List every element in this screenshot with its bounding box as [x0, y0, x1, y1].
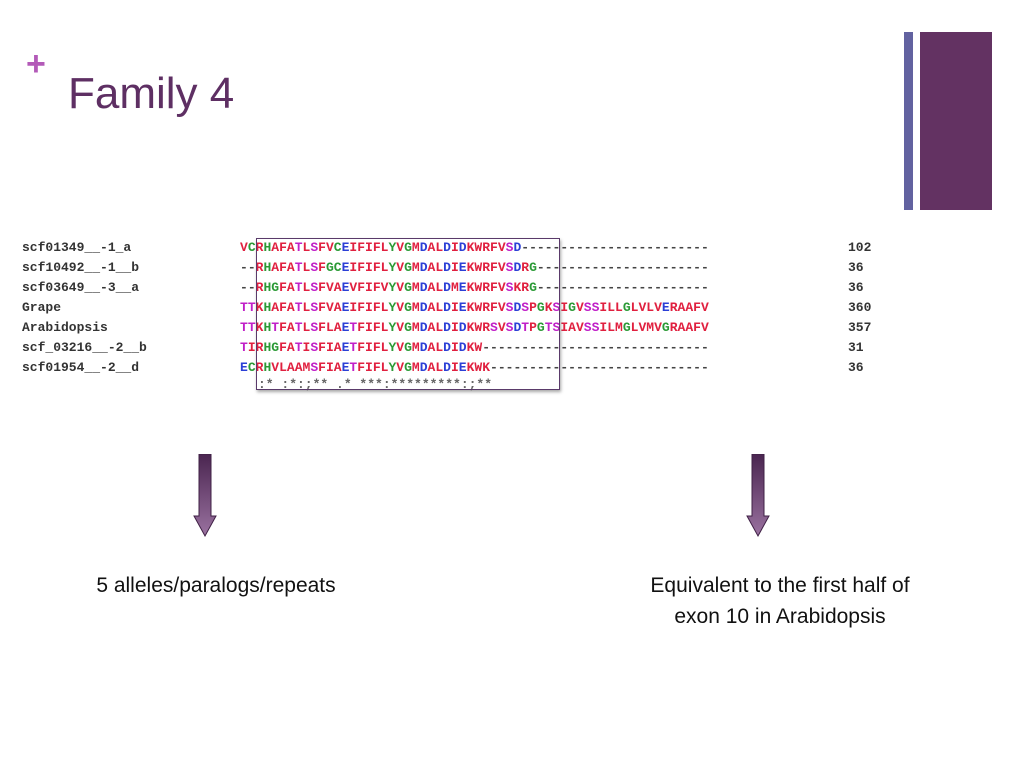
caption-alleles: 5 alleles/paralogs/repeats [96, 574, 336, 597]
decorative-bar-thin [904, 32, 913, 210]
sequence-length: 36 [848, 260, 864, 275]
down-arrow-icon [746, 454, 770, 538]
sequence-length: 36 [848, 360, 864, 375]
alignment-row: scf_03216__-2__b TIRHGFATISFIAETFIFLYVGM… [22, 338, 864, 358]
sequence-length: 36 [848, 280, 864, 295]
alignment-row: Grape TTKHAFATLSFVAEIFIFLYVGMDALDIEKWRFV… [22, 298, 871, 318]
caption-exon-equivalence: Equivalent to the first half of exon 10 … [650, 574, 910, 628]
down-arrow-icon [193, 454, 217, 538]
sequence-residues: --RHAFATLSFGCEIFIFLYVGMDALDIEKWRFVSDRG--… [240, 260, 709, 275]
alignment-row: scf01954__-2__d ECRHVLAAMSFIAETFIFLYVGMD… [22, 358, 864, 378]
sequence-residues: TTKHAFATLSFVAEIFIFLYVGMDALDIEKWRFVSDSPGK… [240, 300, 709, 315]
sequence-name: Grape [22, 300, 62, 315]
plus-icon: + [26, 45, 46, 83]
alignment-row: Arabidopsis TTKHTFATLSFLAETFIFLYVGMDALDI… [22, 318, 871, 338]
sequence-residues: TTKHTFATLSFLAETFIFLYVGMDALDIDKWRSVSDTPGT… [240, 320, 709, 335]
alignment-consensus: :* :*:;** .* ***:*********:;** [258, 377, 493, 392]
sequence-residues: VCRHAFATLSFVCEIFIFLYVGMDALDIDKWRFVSD----… [240, 240, 709, 255]
sequence-alignment: scf01349__-1_a VCRHAFATLSFVCEIFIFLYVGMDA… [22, 238, 892, 392]
sequence-name: scf03649__-3__a [22, 280, 140, 295]
sequence-residues: --RHGFATLSFVAEVFIFVYVGMDALDMEKWRFVSKRG--… [240, 280, 709, 295]
sequence-name: Arabidopsis [22, 320, 108, 335]
sequence-name: scf10492__-1__b [22, 260, 140, 275]
sequence-residues: TIRHGFATISFIAETFIFLYVGMDALDIDKW---------… [240, 340, 709, 355]
sequence-name: scf01954__-2__d [22, 360, 140, 375]
alignment-row: scf01349__-1_a VCRHAFATLSFVCEIFIFLYVGMDA… [22, 238, 871, 258]
alignment-row: scf10492__-1__b --RHAFATLSFGCEIFIFLYVGMD… [22, 258, 864, 278]
sequence-length: 102 [848, 240, 872, 255]
sequence-length: 31 [848, 340, 864, 355]
decorative-bar-thick [920, 32, 992, 210]
sequence-name: scf_03216__-2__b [22, 340, 147, 355]
slide-title: Family 4 [68, 69, 235, 118]
alignment-row: scf03649__-3__a --RHGFATLSFVAEVFIFVYVGMD… [22, 278, 864, 298]
sequence-length: 360 [848, 300, 872, 315]
sequence-length: 357 [848, 320, 872, 335]
sequence-residues: ECRHVLAAMSFIAETFIFLYVGMDALDIEKWK--------… [240, 360, 709, 375]
sequence-name: scf01349__-1_a [22, 240, 132, 255]
